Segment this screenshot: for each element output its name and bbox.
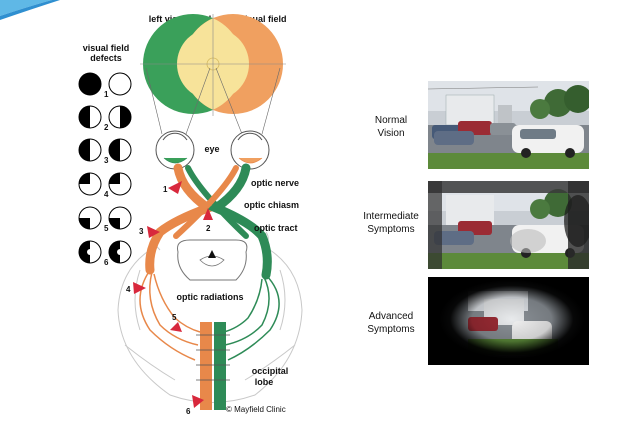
visual-fields	[140, 14, 286, 135]
brain-outline	[117, 231, 303, 403]
svg-text:6: 6	[186, 407, 191, 416]
defects-title-line1: visual field	[83, 43, 130, 53]
intermediate-symptoms-photo	[428, 181, 589, 269]
corner-decoration	[0, 0, 60, 20]
left-occipital-bar	[200, 322, 212, 410]
normal-vision-label: Normal Vision	[374, 115, 408, 139]
right-eye-icon	[230, 130, 270, 170]
optic-chiasm-label: optic chiasm	[244, 200, 299, 210]
optic-radiations-label: optic radiations	[176, 292, 243, 302]
lesion-marker-5: 5	[170, 313, 182, 332]
normal-vision-photo	[428, 81, 589, 169]
lesion-marker-1: 1	[163, 181, 182, 194]
defect-row-3: 3	[78, 138, 132, 165]
right-occipital-bar	[214, 322, 226, 410]
defect-row-5: 5	[78, 206, 132, 233]
defect-number-6: 6	[104, 258, 109, 267]
midbrain	[177, 239, 248, 281]
defect-row-1: 1	[78, 72, 132, 99]
occipital-lobe-label-line1: occipital	[252, 366, 289, 376]
optic-tract-label: optic tract	[254, 223, 298, 233]
visual-pathway-diagram: visual field defects 1 2 3 4 5	[78, 14, 303, 416]
optic-pathways	[145, 163, 272, 280]
svg-text:3: 3	[139, 227, 144, 236]
defect-number-4: 4	[104, 190, 109, 199]
lesion-marker-2: 2	[203, 208, 213, 233]
defect-number-1: 1	[104, 90, 109, 99]
svg-text:1: 1	[163, 185, 168, 194]
svg-text:2: 2	[206, 224, 211, 233]
lesion-marker-6: 6	[186, 395, 204, 416]
occipital-ticks	[196, 334, 230, 381]
credit-text: © Mayfield Clinic	[226, 405, 286, 414]
lesion-marker-4: 4	[126, 282, 146, 294]
svg-text:5: 5	[172, 313, 177, 322]
eye-label: eye	[204, 144, 219, 154]
lesion-marker-3: 3	[139, 226, 160, 238]
defect-row-2: 2	[78, 105, 132, 132]
defect-number-3: 3	[104, 156, 109, 165]
defect-number-2: 2	[104, 123, 109, 132]
svg-text:4: 4	[126, 285, 131, 294]
advanced-symptoms-label: Advanced Symptoms	[367, 311, 415, 335]
defect-row-6: 6	[78, 240, 132, 267]
left-eye-icon	[155, 130, 195, 170]
occipital-lobe-label-line2: lobe	[255, 377, 274, 387]
defect-number-5: 5	[104, 224, 109, 233]
defect-row-4: 4	[78, 172, 132, 199]
advanced-symptoms-photo	[428, 277, 589, 365]
intermediate-symptoms-label: Intermediate Symptoms	[363, 211, 419, 235]
optic-nerve-label: optic nerve	[251, 178, 299, 188]
defects-title-line2: defects	[90, 53, 122, 63]
